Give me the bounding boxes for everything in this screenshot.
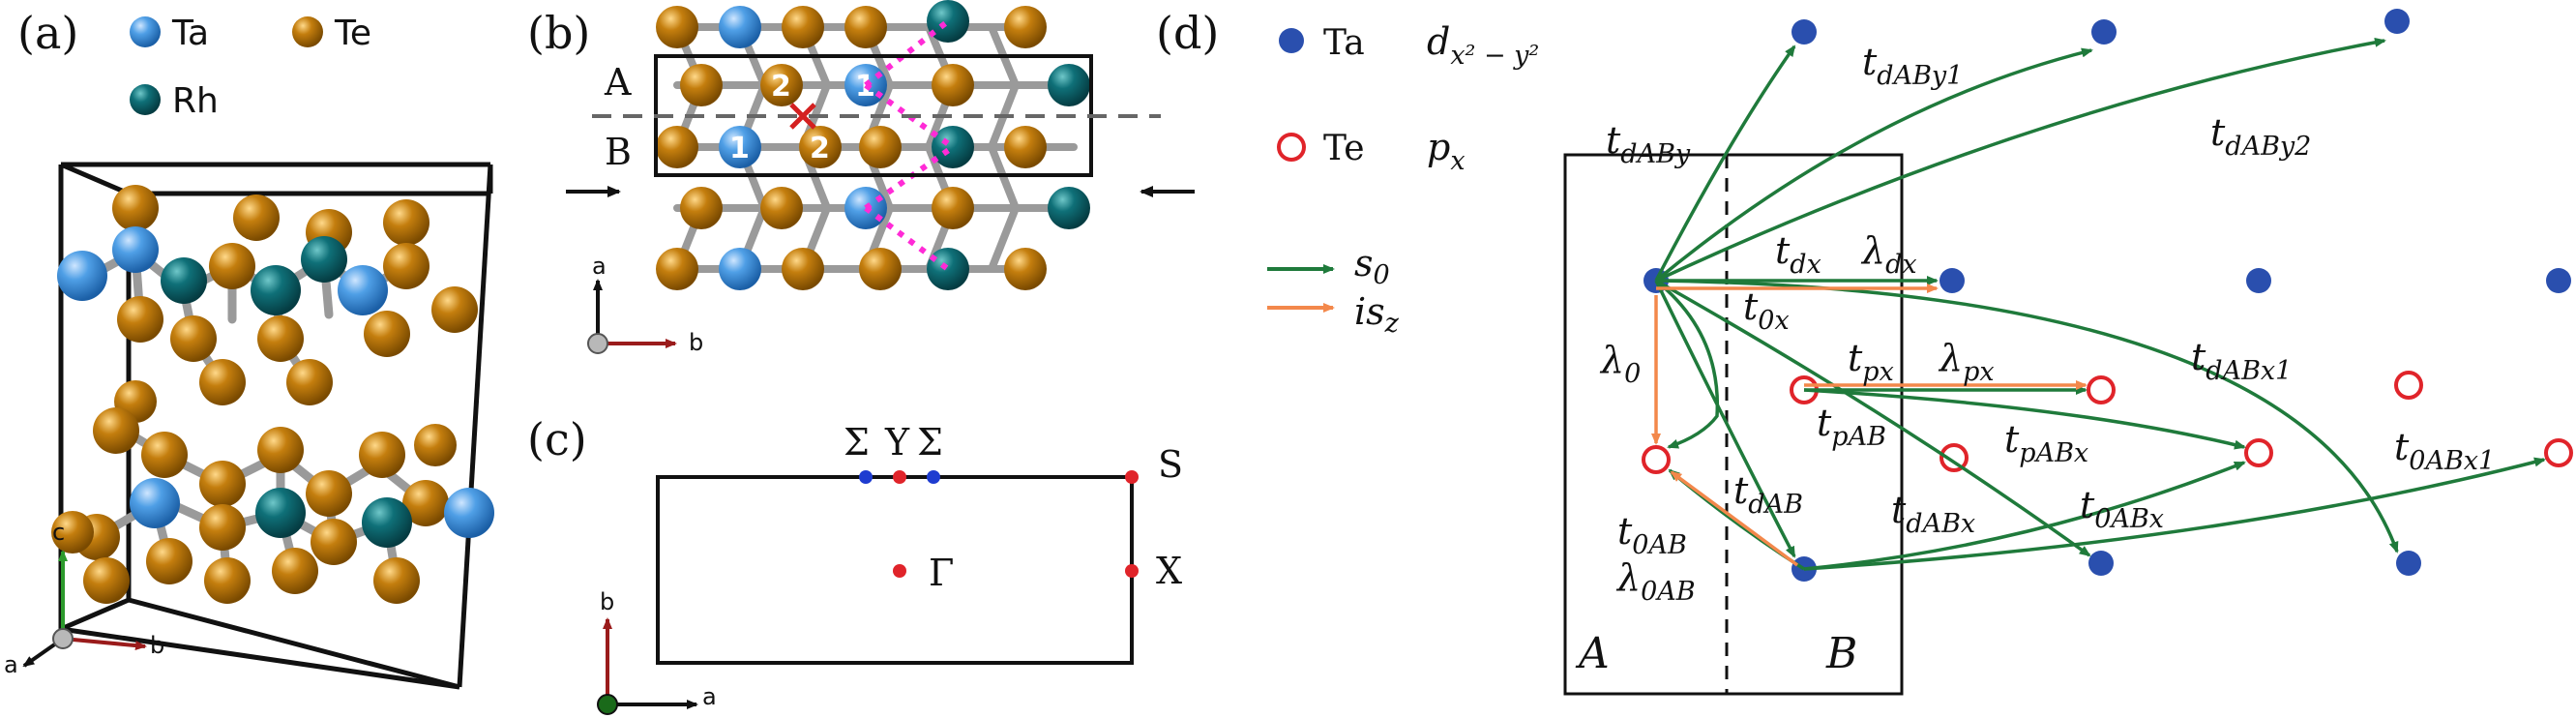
legend-isz-label: isz xyxy=(1354,290,1400,339)
te-sites xyxy=(1642,371,2573,474)
label-t-0ABx1: t0ABx1 xyxy=(2394,426,2495,476)
hopping-unit-cell xyxy=(1563,153,1904,696)
row-label-b: B xyxy=(605,131,632,173)
label-t-dABx1: tdABx1 xyxy=(2191,336,2292,386)
label-lambda-px: λpx xyxy=(1938,337,1995,387)
s-point xyxy=(1125,470,1139,484)
label-t-dABx: tdABx xyxy=(1891,489,1975,539)
s0-hopping-arrows xyxy=(1654,37,2546,571)
label-t-0x: t0x xyxy=(1743,285,1790,336)
label-x: X xyxy=(1156,550,1182,592)
site-label-2-upper: 2 xyxy=(771,70,791,104)
legend-s0-label: s0 xyxy=(1354,242,1390,290)
panel-b-site-labels: 2 1 1 2 xyxy=(729,70,875,165)
label-t-dAB: tdAB xyxy=(1733,469,1803,520)
label-t-pAB: tpAB xyxy=(1817,402,1886,452)
x-point xyxy=(1125,564,1139,578)
sigma-point-right xyxy=(927,470,940,484)
legend-ta-orbital: dx² − y² xyxy=(1427,20,1539,71)
label-t-dABy1: tdABy1 xyxy=(1862,41,1963,91)
label-lambda-dx: λdx xyxy=(1860,229,1917,280)
legend-ta-name: Ta xyxy=(1323,23,1365,63)
site-label-2-lower: 2 xyxy=(810,132,830,165)
legend-ta-label: Ta xyxy=(171,14,209,53)
panel-a-axes: c b a xyxy=(4,519,164,678)
ta-sites xyxy=(1643,9,2571,582)
label-t-dx: tdx xyxy=(1775,229,1821,280)
panel-d-legend: Ta dx² − y² Te px s0 isz xyxy=(1267,20,1539,339)
legend-rh-atom xyxy=(130,84,161,115)
legend-rh-label: Rh xyxy=(172,81,219,121)
legend-te-orbital: px xyxy=(1427,126,1466,176)
axis-b-arrow xyxy=(62,637,147,651)
y-point xyxy=(893,470,906,484)
label-lambda-0: λ0 xyxy=(1599,339,1641,389)
axis-a-label-b: a xyxy=(592,253,607,280)
panel-b-axes: a b xyxy=(587,253,703,356)
legend-te-label: Te xyxy=(334,14,371,53)
sigma-point-left xyxy=(859,470,873,484)
label-t-0AB: t0AB xyxy=(1617,510,1687,560)
legend-ta-site xyxy=(1279,28,1304,53)
legend-te-atom xyxy=(292,16,323,47)
panel-b-label: (b) xyxy=(527,7,590,59)
legend-ta-atom xyxy=(130,16,161,47)
site-label-1-lower: 1 xyxy=(729,132,750,165)
panel-b-dotted-paths xyxy=(864,18,955,272)
panel-a-label: (a) xyxy=(17,7,78,59)
hopping-labels: tdABy tdABy1 tdABy2 tdx λdx t0x tpx λpx … xyxy=(1599,41,2495,607)
axis-a-label-c: a xyxy=(702,683,717,710)
panel-d-label: (d) xyxy=(1156,7,1219,59)
row-label-a: A xyxy=(604,61,632,104)
panel-c-label: (c) xyxy=(527,413,587,465)
axis-b-label: b xyxy=(150,632,164,659)
unit-cell-box xyxy=(58,162,493,690)
gamma-point xyxy=(893,564,906,578)
panel-c-axes: b a xyxy=(597,588,717,715)
label-t-dABy: tdABy xyxy=(1606,119,1691,169)
axis-b-label-b: b xyxy=(689,329,703,356)
legend-te-site xyxy=(1277,133,1306,162)
axis-c-label: c xyxy=(52,519,65,546)
label-s: S xyxy=(1158,443,1183,486)
label-t-0ABx: t0ABx xyxy=(2080,484,2164,534)
label-t-px: tpx xyxy=(1848,337,1894,387)
panel-d: (d) Ta dx² − y² Te px s0 isz A B xyxy=(1156,7,2573,696)
label-t-pABx: tpABx xyxy=(2004,418,2088,468)
label-t-dABy2: tdABy2 xyxy=(2210,111,2311,162)
region-label-a: A xyxy=(1575,629,1610,678)
axis-a-label: a xyxy=(4,651,18,678)
panel-a: (a) Ta Te Rh xyxy=(4,7,494,690)
region-label-b: B xyxy=(1825,629,1857,678)
panel-b: (b) xyxy=(527,0,1195,356)
label-sigma-right: Σ xyxy=(917,421,943,464)
panel-c: (c) Σ Y Σ S X Γ b a xyxy=(527,413,1183,715)
legend-te-name: Te xyxy=(1323,129,1365,168)
inversion-center-marker xyxy=(789,103,816,130)
label-gamma: Γ xyxy=(929,552,954,594)
label-lambda-0AB: λ0AB xyxy=(1615,556,1696,607)
panel-a-atoms xyxy=(51,185,494,604)
label-sigma-left: Σ xyxy=(844,421,870,464)
panel-a-legend: Ta Te Rh xyxy=(130,14,371,121)
label-y: Y xyxy=(884,421,910,464)
isz-hopping-arrows xyxy=(1651,284,2087,567)
axis-b-label-c: b xyxy=(600,588,614,615)
